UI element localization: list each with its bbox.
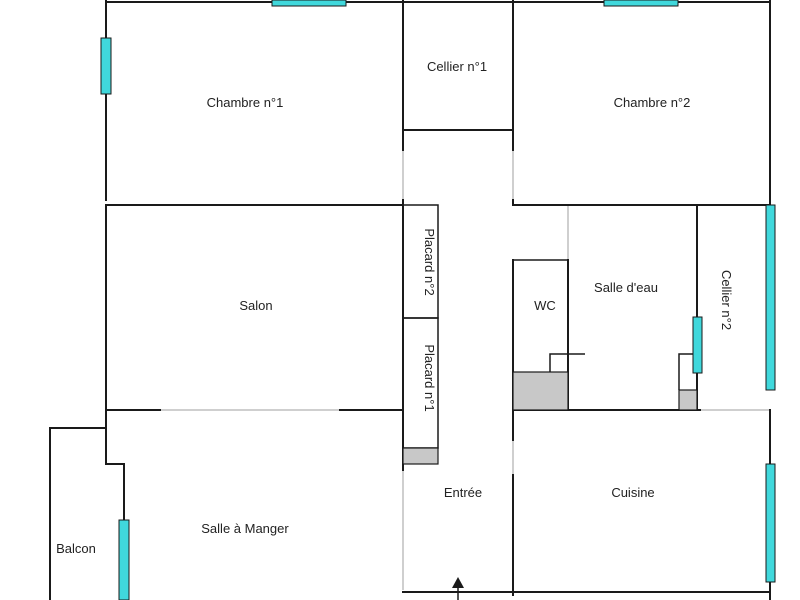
windows bbox=[100, 0, 776, 600]
placard-shelf bbox=[402, 447, 439, 465]
label-wc: WC bbox=[534, 298, 556, 313]
label-entree: Entrée bbox=[444, 485, 482, 500]
window-chambre1-top bbox=[271, 0, 347, 7]
label-salle-manger: Salle à Manger bbox=[201, 521, 289, 536]
label-chambre1: Chambre n°1 bbox=[207, 95, 284, 110]
window-cuisine bbox=[765, 463, 776, 583]
shower-tray bbox=[512, 371, 569, 411]
window-chambre1-left bbox=[100, 37, 112, 95]
label-cellier1: Cellier n°1 bbox=[427, 59, 487, 74]
walls bbox=[49, 0, 771, 600]
window-salle-eau bbox=[692, 316, 703, 374]
label-chambre2: Chambre n°2 bbox=[614, 95, 691, 110]
label-salle-eau: Salle d'eau bbox=[594, 280, 658, 295]
label-placard2: Placard n°2 bbox=[422, 228, 437, 295]
water-heater bbox=[678, 389, 698, 411]
label-cuisine: Cuisine bbox=[611, 485, 654, 500]
entrance-arrow-icon bbox=[452, 577, 464, 600]
window-salle-manger bbox=[118, 519, 130, 600]
label-salon: Salon bbox=[239, 298, 272, 313]
window-cellier2 bbox=[765, 204, 776, 391]
label-placard1: Placard n°1 bbox=[422, 344, 437, 411]
label-cellier2: Cellier n°2 bbox=[719, 270, 734, 330]
fixtures bbox=[402, 353, 698, 465]
label-balcon: Balcon bbox=[56, 541, 96, 556]
room-labels: Chambre n°1 Cellier n°1 Chambre n°2 Plac… bbox=[56, 59, 734, 556]
window-chambre2-top bbox=[603, 0, 679, 7]
